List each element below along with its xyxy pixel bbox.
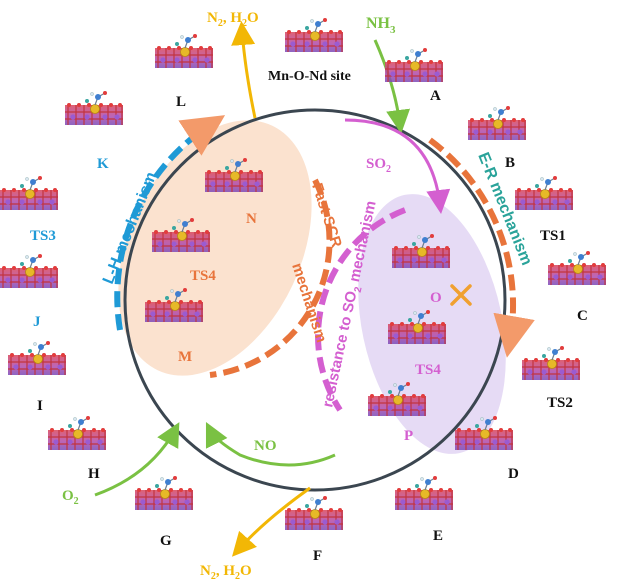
o2-arrow [94,422,180,497]
catalyst-slab-icon [521,345,581,381]
lh-mechanism-arc [114,115,226,331]
catalyst-slab-icon [47,415,107,451]
reaction-cycle-circle [123,108,507,492]
state-ts3-label: TS3 [30,228,56,244]
state-j-label: J [33,314,41,330]
catalyst-slab-icon [284,17,344,53]
state-ts2-label: TS2 [547,395,573,411]
state-p-label: P [404,428,413,444]
state-i-label: I [37,398,43,414]
catalyst-slab-icon [7,340,67,376]
mn-o-nd-site-label: Mn-O-Nd site [268,69,351,84]
state-o-label: O [430,290,442,306]
catalyst-slab-icon [134,475,194,511]
catalyst-slab-icon [514,175,574,211]
no-label: NO [254,438,277,454]
n2-h2o-bottom-arrow [231,486,311,557]
catalyst-slab-icon [394,475,454,511]
catalyst-slab-icon [0,175,59,211]
state-n-label: N [246,211,257,227]
catalyst-slab-icon [0,253,59,289]
state-b-label: B [505,155,515,171]
so2-mechanism-arc [315,207,407,412]
state-ts4-right-label: TS4 [415,362,441,378]
state-ts4-left-label: TS4 [190,268,216,284]
state-e-label: E [433,528,443,544]
state-l-label: L [176,94,186,110]
so2-label: SO2 [366,156,391,175]
n2-h2o-bottom-label: N2, H2O [200,563,252,582]
n2-h2o-top-label: N2, H2O [207,10,259,29]
catalyst-slab-icon [64,90,124,126]
blocked-cross-icon [450,284,472,306]
n2-h2o-top-arrow [231,21,257,119]
o2-label: O2 [62,488,79,507]
state-a-label: A [430,88,441,104]
er-mechanism-arc [428,137,535,358]
nh3-label: NH3 [366,15,396,36]
state-m-label: M [178,349,192,365]
state-c-label: C [577,308,588,324]
so2-arrow [344,118,451,214]
fast-scr-label-line1: Fast SCR [308,181,345,250]
state-ts1-label: TS1 [540,228,566,244]
state-f-label: F [313,548,322,564]
fast-scr-arc [209,178,333,378]
catalyst-slab-icon [547,250,607,286]
catalyst-slab-icon [384,47,444,83]
catalyst-slab-icon [467,105,527,141]
state-g-label: G [160,533,172,549]
state-d-label: D [508,466,519,482]
catalyst-slab-icon [154,33,214,69]
nh3-arrow [373,39,411,134]
state-h-label: H [88,466,100,482]
state-k-label: K [97,156,109,172]
no-arrow [205,421,336,467]
